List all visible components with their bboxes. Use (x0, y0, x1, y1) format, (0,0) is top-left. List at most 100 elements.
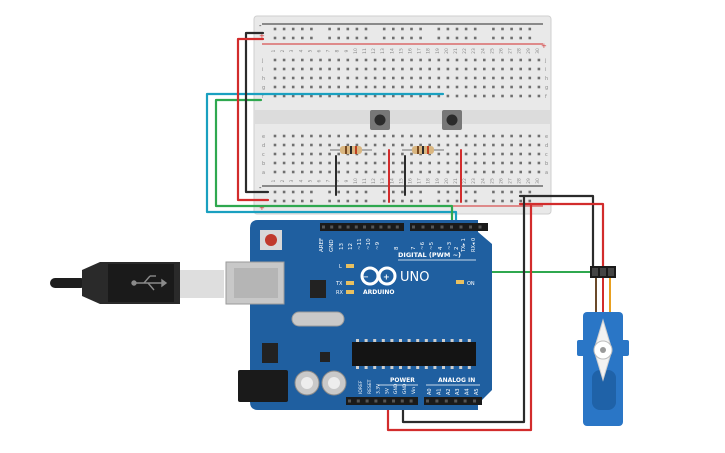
breadboard-hole[interactable] (473, 170, 477, 174)
rail-hole[interactable] (446, 27, 450, 31)
breadboard-hole[interactable] (446, 58, 450, 62)
breadboard-hole[interactable] (373, 85, 377, 89)
rail-hole[interactable] (410, 199, 413, 203)
breadboard-hole[interactable] (301, 76, 304, 80)
breadboard-hole[interactable] (319, 85, 322, 89)
rail-hole[interactable] (501, 27, 504, 31)
breadboard-hole[interactable] (401, 67, 404, 71)
breadboard-hole[interactable] (392, 85, 395, 89)
breadboard-hole[interactable] (401, 134, 404, 138)
breadboard-hole[interactable] (282, 170, 286, 174)
breadboard-hole[interactable] (537, 58, 541, 62)
breadboard-hole[interactable] (537, 85, 541, 89)
rail-hole[interactable] (492, 199, 495, 203)
header-pin[interactable] (450, 225, 453, 229)
breadboard-hole[interactable] (273, 152, 277, 156)
breadboard-hole[interactable] (437, 152, 441, 156)
breadboard-hole[interactable] (401, 76, 404, 80)
rail-hole[interactable] (455, 27, 459, 31)
breadboard-hole[interactable] (364, 94, 368, 98)
breadboard-hole[interactable] (310, 67, 313, 71)
breadboard-hole[interactable] (464, 94, 468, 98)
rail-hole[interactable] (301, 27, 304, 31)
breadboard-hole[interactable] (492, 85, 495, 89)
breadboard-hole[interactable] (273, 85, 277, 89)
breadboard-hole[interactable] (510, 67, 513, 71)
breadboard-hole[interactable] (328, 94, 331, 98)
breadboard-hole[interactable] (473, 58, 477, 62)
breadboard-hole[interactable] (319, 76, 322, 80)
header-pin[interactable] (365, 399, 369, 403)
breadboard-hole[interactable] (428, 58, 431, 62)
header-pin[interactable] (454, 399, 458, 403)
breadboard-hole[interactable] (328, 161, 331, 165)
breadboard-hole[interactable] (392, 76, 395, 80)
breadboard-hole[interactable] (492, 170, 495, 174)
breadboard-hole[interactable] (337, 76, 340, 80)
breadboard-hole[interactable] (364, 152, 368, 156)
rail-hole[interactable] (464, 199, 468, 203)
breadboard-hole[interactable] (301, 143, 304, 147)
rail-hole[interactable] (410, 27, 413, 31)
rail-hole[interactable] (528, 27, 532, 31)
breadboard-hole[interactable] (346, 85, 350, 89)
header-pin[interactable] (330, 225, 334, 229)
breadboard-hole[interactable] (446, 152, 450, 156)
rail-hole[interactable] (510, 36, 513, 40)
breadboard-hole[interactable] (310, 58, 313, 62)
breadboard-hole[interactable] (382, 170, 386, 174)
breadboard-hole[interactable] (501, 85, 504, 89)
breadboard-hole[interactable] (428, 76, 431, 80)
breadboard-hole[interactable] (319, 161, 322, 165)
breadboard-hole[interactable] (528, 85, 532, 89)
breadboard-hole[interactable] (510, 161, 513, 165)
breadboard-hole[interactable] (364, 76, 368, 80)
breadboard-hole[interactable] (382, 143, 386, 147)
rail-hole[interactable] (337, 190, 340, 194)
header-pin[interactable] (400, 399, 404, 403)
breadboard-hole[interactable] (410, 67, 413, 71)
breadboard-hole[interactable] (492, 161, 495, 165)
breadboard-hole[interactable] (473, 152, 477, 156)
breadboard-hole[interactable] (528, 58, 532, 62)
breadboard-hole[interactable] (328, 170, 331, 174)
breadboard-hole[interactable] (528, 170, 532, 174)
header-pin[interactable] (363, 225, 366, 229)
breadboard-hole[interactable] (501, 76, 504, 80)
breadboard-hole[interactable] (510, 152, 513, 156)
header-pin[interactable] (392, 399, 395, 403)
breadboard-hole[interactable] (337, 94, 340, 98)
rail-hole[interactable] (473, 27, 477, 31)
rail-hole[interactable] (419, 27, 422, 31)
breadboard-hole[interactable] (510, 85, 513, 89)
breadboard-hole[interactable] (537, 143, 541, 147)
rail-hole[interactable] (437, 199, 441, 203)
rail-hole[interactable] (382, 190, 386, 194)
breadboard-hole[interactable] (310, 134, 313, 138)
breadboard-hole[interactable] (282, 67, 286, 71)
rail-hole[interactable] (419, 199, 422, 203)
breadboard-hole[interactable] (501, 152, 504, 156)
breadboard-hole[interactable] (401, 161, 404, 165)
reset-button[interactable] (265, 234, 277, 246)
breadboard-hole[interactable] (328, 85, 331, 89)
breadboard-hole[interactable] (510, 134, 513, 138)
rail-hole[interactable] (519, 27, 522, 31)
rail-hole[interactable] (291, 27, 295, 31)
breadboard-hole[interactable] (282, 134, 286, 138)
breadboard-hole[interactable] (328, 134, 331, 138)
breadboard-hole[interactable] (464, 134, 468, 138)
header-pin[interactable] (374, 399, 378, 403)
breadboard-hole[interactable] (464, 170, 468, 174)
rail-hole[interactable] (355, 190, 359, 194)
breadboard-hole[interactable] (382, 161, 386, 165)
breadboard-hole[interactable] (291, 161, 295, 165)
rail-hole[interactable] (346, 27, 350, 31)
breadboard-hole[interactable] (319, 143, 322, 147)
breadboard-hole[interactable] (364, 143, 368, 147)
rail-hole[interactable] (455, 36, 459, 40)
breadboard-hole[interactable] (373, 152, 377, 156)
breadboard-hole[interactable] (483, 170, 486, 174)
rail-hole[interactable] (364, 199, 368, 203)
breadboard-hole[interactable] (310, 76, 313, 80)
